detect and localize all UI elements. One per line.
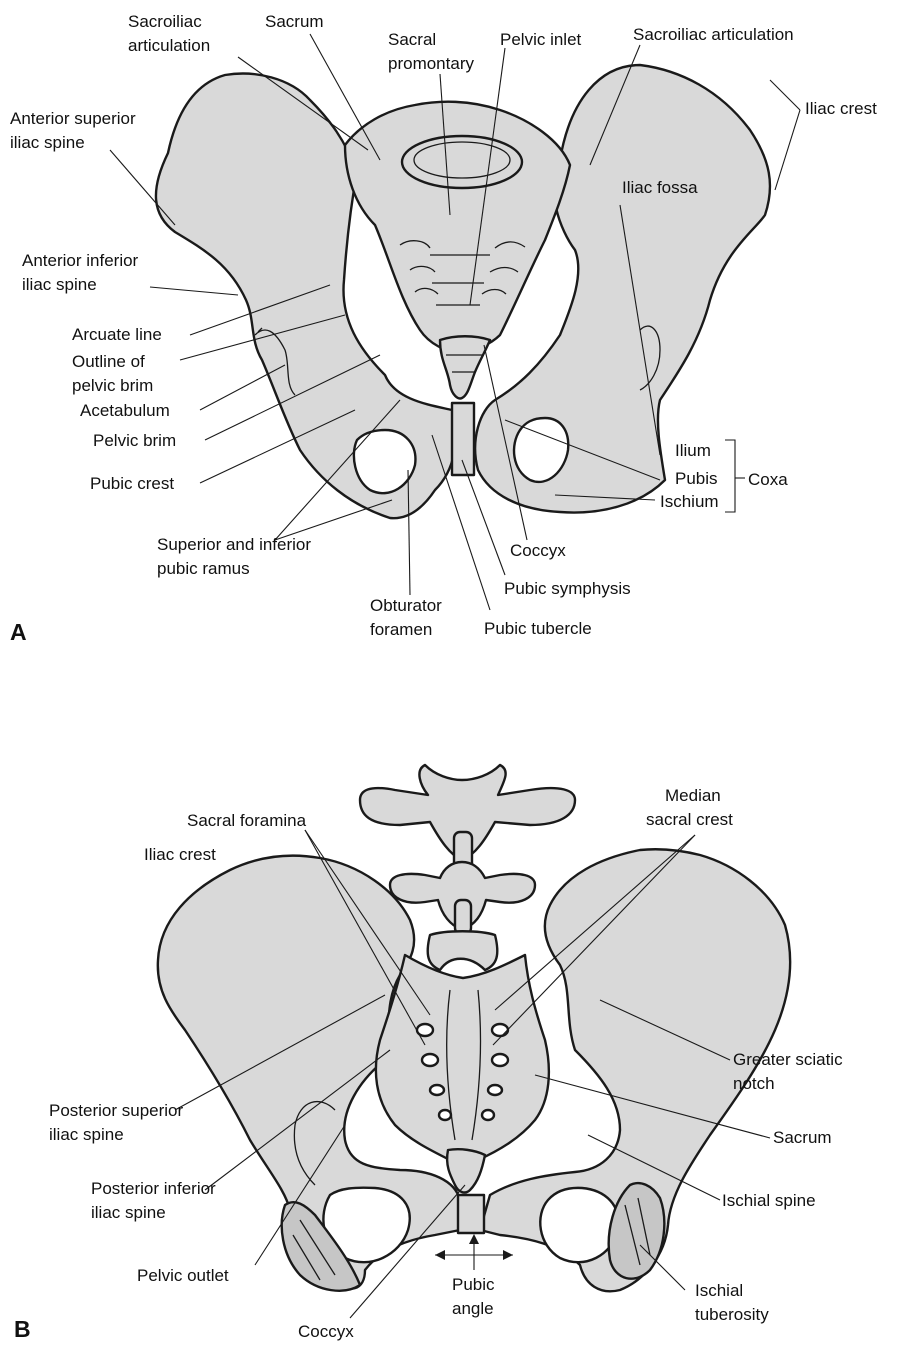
pubic-angle-arrows	[435, 1234, 513, 1270]
label-ischial-tuberosity: Ischial	[695, 1281, 743, 1300]
label-posterior-inferior-iliac-spine: iliac spine	[91, 1203, 166, 1222]
sacral-promontory-disc-shape	[402, 136, 522, 188]
panel-b-label: B	[14, 1316, 31, 1342]
panel-b-posterior-view: Median sacral crest Sacral foramina Ilia…	[14, 765, 843, 1342]
label-ischium: Ischium	[660, 492, 719, 511]
label-pubis: Pubis	[675, 469, 718, 488]
label-sacral-promontory: Sacral	[388, 30, 436, 49]
right-pelvic-outlet-opening-shape	[540, 1188, 618, 1262]
label-iliac-crest-b: Iliac crest	[144, 845, 216, 864]
label-pubic-tubercle: Pubic tubercle	[484, 619, 592, 638]
label-ischial-tuberosity: tuberosity	[695, 1305, 769, 1324]
label-posterior-superior-iliac-spine: iliac spine	[49, 1125, 124, 1144]
label-sacral-foramina: Sacral foramina	[187, 811, 307, 830]
label-iliac-crest: Iliac crest	[805, 99, 877, 118]
label-ischial-spine: Ischial spine	[722, 1191, 816, 1210]
label-pubic-angle: angle	[452, 1299, 494, 1318]
label-pelvic-outlet: Pelvic outlet	[137, 1266, 229, 1285]
label-sacrum: Sacrum	[265, 12, 324, 31]
coccyx-anterior-shape	[440, 336, 490, 398]
label-coxa: Coxa	[748, 470, 788, 489]
pubic-symphysis-posterior-shape	[458, 1195, 484, 1233]
label-anterior-inferior-iliac-spine: Anterior inferior	[22, 251, 139, 270]
label-greater-sciatic-notch: notch	[733, 1074, 775, 1093]
label-sacrum-b: Sacrum	[773, 1128, 832, 1147]
label-coccyx: Coccyx	[510, 541, 566, 560]
label-greater-sciatic-notch: Greater sciatic	[733, 1050, 843, 1069]
label-superior-inferior-pubic-ramus: Superior and inferior	[157, 535, 311, 554]
label-pubic-angle: Pubic	[452, 1275, 495, 1294]
label-ilium: Ilium	[675, 441, 711, 460]
label-outline-of-pelvic-brim: pelvic brim	[72, 376, 153, 395]
label-superior-inferior-pubic-ramus: pubic ramus	[157, 559, 250, 578]
label-pelvic-brim: Pelvic brim	[93, 431, 176, 450]
left-obturator-foramen-shape	[354, 430, 416, 493]
label-coccyx-b: Coccyx	[298, 1322, 354, 1341]
label-sacroiliac-articulation-right: Sacroiliac articulation	[633, 25, 794, 44]
label-anterior-superior-iliac-spine: iliac spine	[10, 133, 85, 152]
panel-a-anterior-view: Sacroiliac articulation Sacrum Sacral pr…	[10, 12, 877, 645]
label-median-sacral-crest: Median	[665, 786, 721, 805]
label-pelvic-inlet: Pelvic inlet	[500, 30, 582, 49]
label-anterior-superior-iliac-spine: Anterior superior	[10, 109, 136, 128]
label-median-sacral-crest: sacral crest	[646, 810, 733, 829]
label-posterior-superior-iliac-spine: Posterior superior	[49, 1101, 184, 1120]
sacrum-posterior-shape	[376, 955, 549, 1164]
panel-a-label: A	[10, 619, 27, 645]
label-sacroiliac-articulation-left: articulation	[128, 36, 210, 55]
label-acetabulum: Acetabulum	[80, 401, 170, 420]
lumbar-vertebra-spinous-lower-shape	[455, 900, 471, 934]
lumbar-pedicles-shape	[428, 931, 498, 970]
label-anterior-inferior-iliac-spine: iliac spine	[22, 275, 97, 294]
label-iliac-fossa: Iliac fossa	[622, 178, 698, 197]
label-obturator-foramen: Obturator	[370, 596, 442, 615]
label-arcuate-line: Arcuate line	[72, 325, 162, 344]
label-pubic-symphysis: Pubic symphysis	[504, 579, 631, 598]
label-pubic-crest: Pubic crest	[90, 474, 174, 493]
label-posterior-inferior-iliac-spine: Posterior inferior	[91, 1179, 216, 1198]
label-obturator-foramen: foramen	[370, 620, 432, 639]
label-outline-of-pelvic-brim: Outline of	[72, 352, 145, 371]
label-sacral-promontory: promontary	[388, 54, 474, 73]
label-sacroiliac-articulation-left: Sacroiliac	[128, 12, 202, 31]
